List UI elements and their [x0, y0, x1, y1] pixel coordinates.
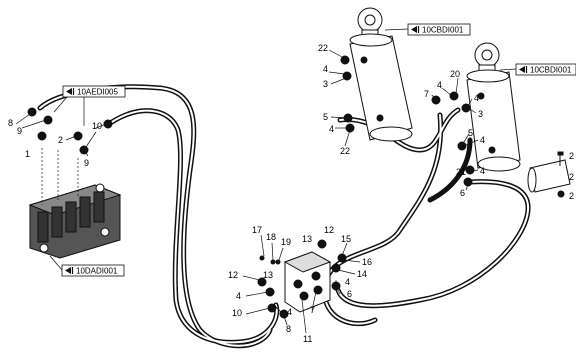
ref-tag-cylinder-2: 10CBDI001 [499, 63, 576, 76]
callout-10b: 10 [232, 308, 242, 318]
flag-arrow-icon [65, 267, 71, 274]
callout-9: 9 [17, 126, 22, 136]
callout-3: 3 [323, 79, 328, 89]
callout-6: 6 [460, 188, 465, 198]
cylinder-right [466, 42, 521, 172]
flag-arrow-icon [411, 26, 417, 33]
callout-8b: 8 [286, 324, 291, 334]
flag-arrow-icon [519, 66, 525, 73]
callout-9b: 9 [84, 158, 89, 168]
callout-4h: 4 [287, 307, 292, 317]
distribution-block [283, 251, 332, 313]
leader-dashed [41, 148, 79, 205]
callout-4c: 4 [437, 80, 442, 90]
callout-4b: 4 [329, 124, 334, 134]
callout-4d: 4 [474, 93, 479, 103]
callout-20: 20 [450, 69, 460, 79]
cylinder-left [349, 7, 413, 142]
ref-label-cylinder-1: 10CBDI001 [422, 26, 464, 35]
callout-1: 1 [25, 149, 30, 159]
hose-right-4 [427, 137, 473, 203]
callout-13b: 13 [302, 234, 312, 244]
callout-21: 21 [456, 167, 466, 177]
ref-tag-hoses: 10AEDI005 [53, 85, 126, 126]
pin-part [527, 159, 571, 193]
callout-18: 18 [266, 232, 276, 242]
ref-label-hoses: 10AEDI005 [77, 88, 118, 97]
callout-19: 19 [281, 237, 291, 247]
callout-4i: 4 [345, 277, 350, 287]
callout-6b: 6 [347, 289, 352, 299]
callout-4g: 4 [236, 291, 241, 301]
callout-2c: 2 [569, 191, 574, 201]
ref-label-cylinder-2: 10CBDI001 [530, 66, 572, 75]
callout-11: 11 [303, 334, 312, 344]
callout-22: 22 [318, 43, 328, 53]
ref-tag-cylinder-1: 10CBDI001 [384, 23, 471, 36]
callout-15: 15 [341, 234, 351, 244]
callout-14: 14 [357, 269, 367, 279]
callout-12b: 12 [324, 225, 334, 235]
callout-5: 5 [323, 112, 328, 122]
flag-arrow-icon [66, 88, 72, 95]
callout-2b: 2 [569, 172, 574, 182]
callout-4e: 4 [480, 135, 485, 145]
callout-7: 7 [424, 89, 429, 99]
callout-5b: 5 [468, 128, 473, 138]
callout-12: 12 [228, 270, 238, 280]
callout-numbers: 8 9 1 2 10 9 22 4 3 5 4 22 20 7 4 4 3 5 … [8, 43, 574, 344]
callout-10: 10 [92, 121, 102, 131]
callout-3b: 3 [478, 109, 483, 119]
bolt-icon [557, 151, 565, 198]
callout-2: 2 [58, 135, 63, 145]
callout-4: 4 [323, 64, 328, 74]
fittings [27, 55, 475, 319]
callout-4f: 4 [480, 166, 485, 176]
control-valve-block [28, 183, 122, 259]
callout-2a: 2 [569, 151, 574, 161]
leader-lines [15, 49, 479, 334]
callout-17: 17 [252, 225, 262, 235]
ref-label-valve-block: 10DADI001 [76, 267, 118, 276]
callout-8: 8 [8, 118, 13, 128]
callout-22b: 22 [340, 146, 350, 156]
callout-7b: 7 [310, 305, 315, 315]
callout-16: 16 [362, 257, 372, 267]
callout-13: 13 [263, 270, 273, 280]
ref-tag-valve-block: 10DADI001 [49, 255, 125, 277]
